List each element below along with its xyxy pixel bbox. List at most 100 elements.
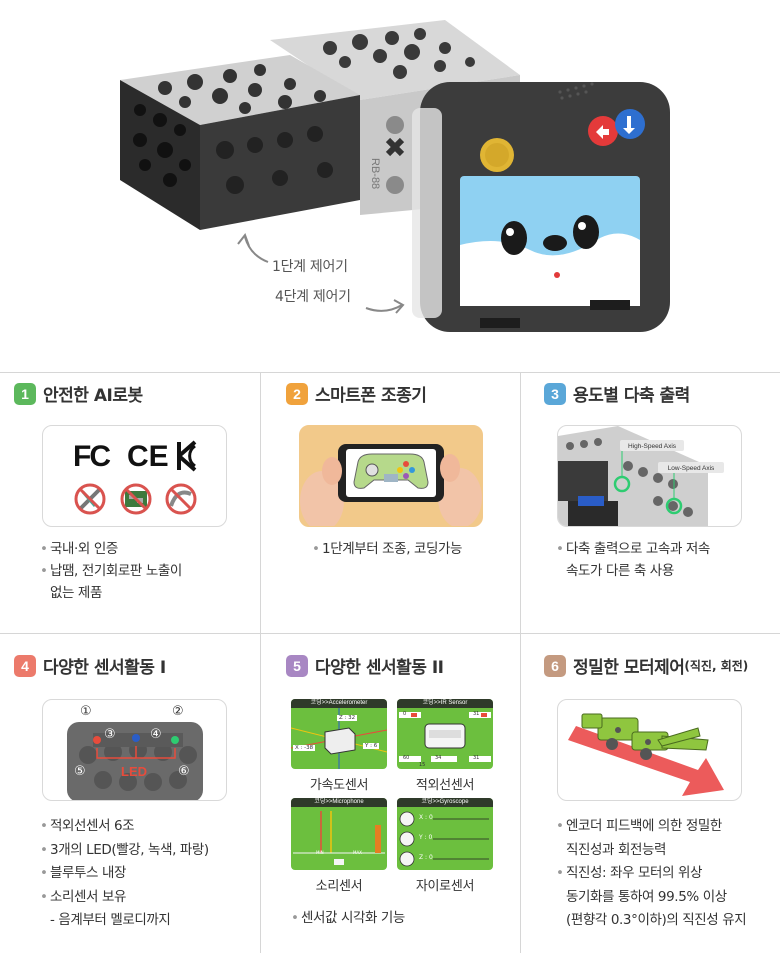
- section-title-text: 용도별 다축 출력: [573, 386, 690, 406]
- section-number-badge: 6: [544, 654, 566, 677]
- bullet-item: •적외선센서 6조: [40, 818, 135, 834]
- caption-stage-4: 4단계 제어기: [275, 289, 351, 305]
- led-label: LED: [121, 764, 147, 779]
- marker-1: ①: [80, 704, 92, 719]
- marker-2: ②: [172, 704, 184, 719]
- gyro-x-value: X : 0: [419, 814, 433, 821]
- axis-illustration: High-Speed Axis Low-Speed Axis: [558, 426, 724, 526]
- section-precise-motor-control: 6 정밀한 모터제어 (직진, 회전) •엔코더 피드백에 의한 정밀한 직진성…: [520, 641, 780, 953]
- sensor-label-microphone: 소리센서: [315, 879, 363, 894]
- sensor-label-gyroscope: 자이로센서: [415, 879, 475, 894]
- section-title-text: 정밀한 모터제어: [573, 658, 685, 678]
- bullet-item: •납땜, 전기회로판 노출이: [40, 563, 182, 579]
- bullet-item: - 음계부터 멜로디까지: [50, 912, 171, 928]
- section-number-badge: 5: [286, 654, 308, 677]
- no-solder-icons: [74, 483, 197, 515]
- ir-value-1: 0: [403, 711, 407, 717]
- ir-value-3: 60: [403, 755, 410, 761]
- gyro-z-value: Z : 0: [419, 854, 433, 861]
- microphone-screen: 코딩>>Microphone MIN MAX: [291, 798, 387, 870]
- bullet-item: (편향각 0.3°이하)의 직진성 유지: [566, 912, 747, 928]
- section-title: 2 스마트폰 조종기: [286, 381, 427, 406]
- section-sensor-activity-2: 5 다양한 센서활동 II 코딩>>Accelerometer Z : 32 X…: [260, 641, 520, 953]
- bullet-item: •다축 출력으로 고속과 저속: [556, 541, 710, 557]
- microphone-graphic: [293, 811, 385, 865]
- divider-middle: [0, 633, 780, 634]
- ir-value-5: 15: [419, 762, 426, 768]
- fc-mark: FC: [73, 440, 111, 473]
- no-wire-icon: [165, 483, 197, 515]
- arrow-2-icon: [365, 304, 403, 312]
- bullet-list: •다축 출력으로 고속과 저속 속도가 다른 축 사용: [556, 538, 710, 582]
- ir-sensor-screen: 코딩>>IR Sensor 0 31 60 34 15 31: [397, 699, 493, 769]
- bullet-item: •직진성: 좌우 모터의 위상: [556, 865, 703, 881]
- smartphone-photo: [299, 425, 483, 527]
- ce-mark: CE: [127, 440, 169, 473]
- gyro-y-value: Y : 0: [419, 834, 433, 841]
- screen-header: 코딩>>Gyroscope: [397, 798, 493, 807]
- ir-value-4: 34: [435, 755, 442, 761]
- section-smartphone-controller: 2 스마트폰 조종기 •1단계부터 조종, 코딩가능: [260, 380, 520, 630]
- section-number-badge: 2: [286, 382, 308, 405]
- high-speed-axis-label: High-Speed Axis: [628, 443, 677, 450]
- bullet-item: 속도가 다른 축 사용: [566, 563, 674, 579]
- accelerometer-screen: 코딩>>Accelerometer Z : 32 X : -38 Y : 6: [291, 699, 387, 769]
- bullet-item: 직진성과 회전능력: [566, 841, 667, 858]
- bullet-list: •적외선센서 6조 •3개의 LED(빨강, 녹색, 파랑) •블루투스 내장 …: [40, 815, 209, 933]
- ir-graphic: [399, 712, 491, 762]
- acc-x-value: X : -38: [293, 745, 316, 751]
- acc-z-value: Z : 32: [337, 715, 358, 721]
- section-title-text: 안전한 AI로봇: [43, 386, 143, 406]
- no-soldering-icon: [74, 483, 106, 515]
- bullet-item: •3개의 LED(빨강, 녹색, 파랑): [40, 841, 209, 858]
- marker-3: ③: [104, 727, 116, 742]
- section-title-sub: (직진, 회전): [684, 659, 749, 673]
- axis-photo: High-Speed Axis Low-Speed Axis: [557, 425, 742, 527]
- low-speed-axis-label: Low-Speed Axis: [668, 465, 715, 472]
- section-title-text: 스마트폰 조종기: [315, 386, 427, 406]
- bullet-item: 동기화를 통하여 99.5% 이상: [566, 888, 727, 905]
- bullet-list: •센서값 시각화 기능: [291, 907, 405, 929]
- section-title: 3 용도별 다축 출력: [544, 381, 690, 406]
- bullet-item: 없는 제품: [50, 585, 102, 601]
- marker-5: ⑤: [74, 764, 86, 779]
- sensor-board-photo: ① ② ③ ④ ⑤ ⑥ LED: [42, 699, 227, 801]
- phone-gamepad-illustration: [300, 444, 482, 526]
- section-sensor-activity-1: 4 다양한 센서활동 I ① ② ③ ④ ⑤ ⑥ LED •적외선센서 6조 •…: [0, 641, 260, 953]
- hero-product-image: RB-88: [0, 0, 780, 350]
- section-number-badge: 1: [14, 382, 36, 405]
- marker-6: ⑥: [178, 764, 190, 779]
- section-title: 5 다양한 센서활동 II: [286, 653, 444, 678]
- bullet-item: •센서값 시각화 기능: [291, 910, 405, 926]
- section-title-text: 다양한 센서활동 II: [315, 658, 444, 678]
- screen-header: 코딩>>IR Sensor: [397, 699, 493, 708]
- section-safe-ai-robot: 1 안전한 AI로봇 FC CE •국내·외 인증 •납땜, 전기회로판 노: [0, 380, 260, 630]
- controller-label: RB-88: [369, 158, 381, 189]
- bullet-list: •엔코더 피드백에 의한 정밀한 직진성과 회전능력 •직진성: 좌우 모터의 …: [556, 815, 747, 933]
- divider-col-2: [520, 372, 521, 953]
- bullet-item: •소리센서 보유: [40, 888, 127, 905]
- bullet-item: •블루투스 내장: [40, 865, 127, 881]
- mic-max-label: MAX: [353, 850, 362, 855]
- ir-value-6: 31: [473, 755, 480, 761]
- kc-mark-icon: [177, 440, 197, 472]
- section-title-text: 다양한 센서활동 I: [43, 658, 166, 678]
- marker-4: ④: [150, 727, 162, 742]
- caption-stage-1: 1단계 제어기: [272, 259, 348, 275]
- mic-min-label: MIN: [316, 850, 324, 855]
- bullet-list: •국내·외 인증 •납땜, 전기회로판 노출이 없는 제품: [40, 538, 182, 604]
- divider-col-1: [260, 372, 261, 953]
- certification-box: FC CE: [42, 425, 227, 527]
- sensor-label-accelerometer: 가속도센서: [309, 778, 369, 793]
- section-title: 4 다양한 센서활동 I: [14, 653, 166, 678]
- section-title: 1 안전한 AI로봇: [14, 381, 143, 406]
- gyroscope-screen: 코딩>>Gyroscope X : 0 Y : 0 Z : 0: [397, 798, 493, 870]
- acc-y-value: Y : 6: [363, 743, 380, 749]
- robot-kit-illustration: RB-88: [120, 20, 670, 332]
- section-number-badge: 4: [14, 654, 36, 677]
- divider-top: [0, 372, 780, 373]
- no-circuit-board-icon: [120, 483, 152, 515]
- screen-header: 코딩>>Accelerometer: [291, 699, 387, 708]
- bullet-list: •1단계부터 조종, 코딩가능: [312, 538, 462, 560]
- bullet-item: •1단계부터 조종, 코딩가능: [312, 541, 463, 557]
